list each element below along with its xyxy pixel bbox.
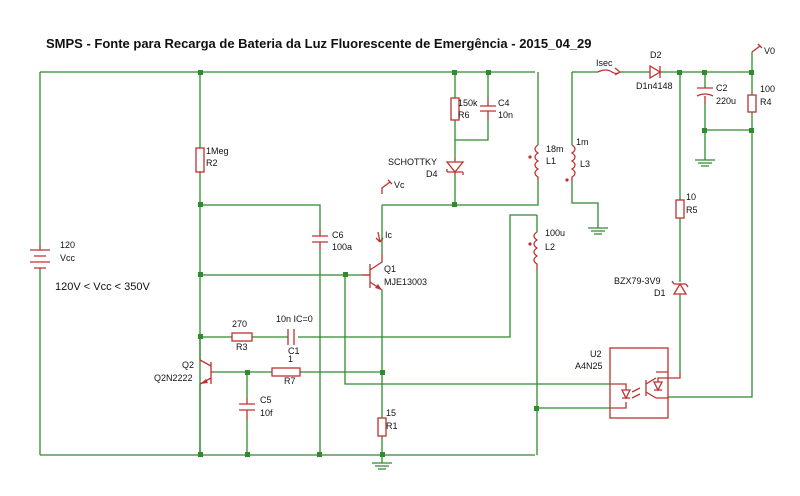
resistor-r4[interactable]: 100 R4 [747, 84, 775, 113]
resistor-r1[interactable]: 15 R1 [377, 408, 398, 437]
svg-text:D2: D2 [650, 50, 662, 60]
wires [39, 52, 753, 456]
transistor-q2[interactable]: Q2 Q2N2222 [154, 359, 213, 385]
junction-dots [198, 70, 754, 457]
inductor-l1[interactable]: 18m L1 [528, 144, 564, 180]
resistor-r5[interactable]: 10 R5 [675, 192, 698, 219]
svg-text:SCHOTTKY: SCHOTTKY [388, 157, 437, 167]
svg-text:Q1: Q1 [384, 264, 396, 274]
diode-d2[interactable]: D2 D1n4148 [636, 50, 673, 91]
svg-text:Ic: Ic [385, 230, 393, 240]
svg-text:V0: V0 [764, 46, 775, 56]
svg-text:R2: R2 [206, 158, 218, 168]
svg-text:L1: L1 [546, 156, 556, 166]
svg-text:R6: R6 [458, 110, 470, 120]
svg-text:C6: C6 [332, 230, 344, 240]
vcc-range-note: 120V < Vcc < 350V [55, 281, 150, 293]
svg-text:C1: C1 [288, 346, 300, 356]
svg-text:Vc: Vc [394, 180, 405, 190]
resistor-r7[interactable]: 1 R7 [271, 354, 301, 386]
diode-d4-schottky[interactable]: SCHOTTKY D4 [388, 157, 465, 179]
svg-text:10: 10 [686, 192, 696, 202]
svg-text:C5: C5 [260, 395, 272, 405]
svg-text:10n: 10n [498, 110, 513, 120]
svg-text:C2: C2 [716, 83, 728, 93]
svg-text:D1: D1 [654, 288, 666, 298]
isec-current-probe: Isec [596, 58, 622, 76]
vc-voltage-probe: Vc [381, 179, 405, 194]
svg-text:100u: 100u [545, 228, 565, 238]
inductor-l2[interactable]: 100u L2 [528, 228, 565, 270]
svg-text:R7: R7 [284, 376, 296, 386]
svg-text:15: 15 [386, 408, 396, 418]
svg-text:10n IC=0: 10n IC=0 [276, 314, 313, 324]
svg-text:L3: L3 [580, 159, 590, 169]
svg-text:100: 100 [760, 84, 775, 94]
v0-voltage-probe: V0 [751, 43, 775, 56]
svg-text:18m: 18m [546, 144, 564, 154]
svg-text:1m: 1m [576, 137, 589, 147]
svg-text:D1n4148: D1n4148 [636, 81, 673, 91]
svg-text:U2: U2 [590, 349, 602, 359]
svg-text:D4: D4 [426, 169, 438, 179]
svg-text:Isec: Isec [596, 58, 613, 68]
svg-text:MJE13003: MJE13003 [384, 277, 427, 287]
svg-text:L2: L2 [545, 242, 555, 252]
resistor-r3[interactable]: 270 R3 [231, 319, 253, 352]
capacitor-c4[interactable]: C4 10n [480, 98, 513, 120]
svg-text:R1: R1 [386, 421, 398, 431]
capacitor-c6[interactable]: C6 100a [312, 228, 352, 252]
svg-text:C4: C4 [498, 98, 510, 108]
ground-symbol-primary [372, 455, 392, 470]
capacitor-c5[interactable]: C5 10f [239, 395, 273, 420]
transistor-q1[interactable]: Q1 MJE13003 [362, 254, 427, 291]
svg-text:1: 1 [288, 354, 293, 364]
capacitor-c2[interactable]: C2 220u [696, 83, 736, 106]
svg-text:1Meg: 1Meg [206, 146, 229, 156]
optocoupler-u2[interactable]: U2 A4N25 [575, 347, 681, 419]
svg-text:Q2: Q2 [182, 360, 194, 370]
svg-text:Q2N2222: Q2N2222 [154, 373, 193, 383]
battery-vcc[interactable]: 120 Vcc [30, 240, 76, 269]
diode-d1-zener[interactable]: BZX79-3V9 D1 [614, 276, 689, 298]
diagram-title: SMPS - Fonte para Recarga de Bateria da … [46, 36, 592, 51]
svg-text:R5: R5 [686, 205, 698, 215]
svg-text:100a: 100a [332, 242, 352, 252]
svg-text:R3: R3 [236, 342, 248, 352]
resistor-r6[interactable]: 150k R6 [450, 97, 478, 121]
svg-text:220u: 220u [716, 96, 736, 106]
svg-text:Vcc: Vcc [60, 253, 76, 263]
ground-symbol-secondary [588, 227, 608, 235]
svg-text:270: 270 [232, 319, 247, 329]
ic-current-probe: Ic [375, 230, 393, 243]
inductor-l3[interactable]: 1m L3 [565, 137, 590, 182]
svg-text:120: 120 [60, 240, 75, 250]
svg-text:R4: R4 [760, 97, 772, 107]
svg-text:BZX79-3V9: BZX79-3V9 [614, 276, 661, 286]
svg-text:150k: 150k [458, 98, 478, 108]
resistor-r2[interactable]: 1Meg R2 [195, 146, 229, 173]
ground-symbol-c2 [695, 159, 715, 167]
svg-text:A4N25: A4N25 [575, 361, 603, 371]
capacitor-c1[interactable]: 10n IC=0 C1 [276, 314, 313, 356]
svg-text:10f: 10f [260, 408, 273, 418]
